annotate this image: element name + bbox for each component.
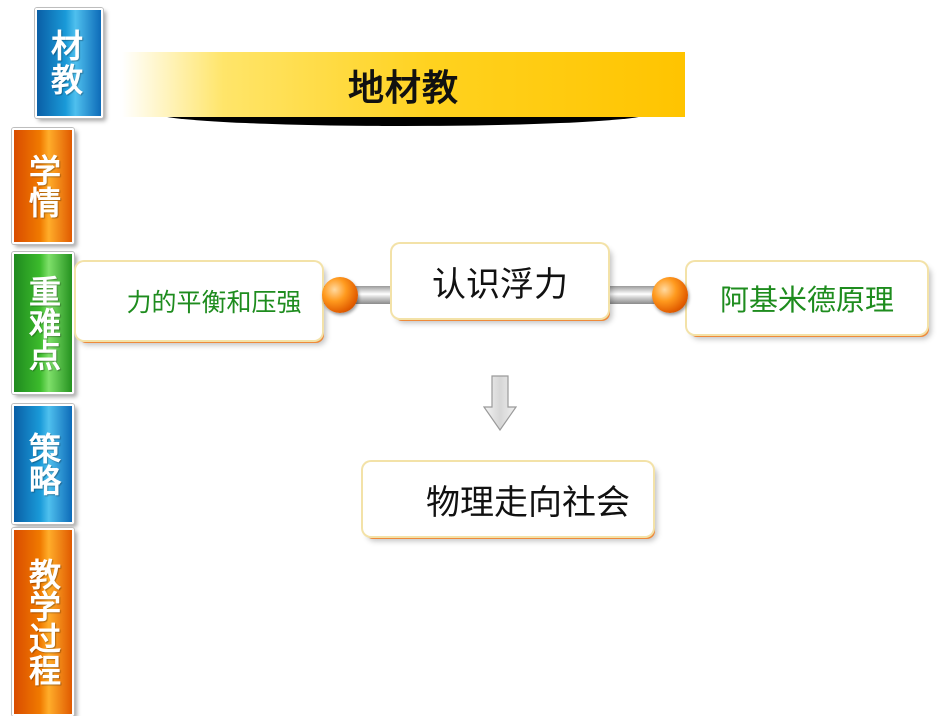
tab-label: 材教 [50,27,83,99]
concept-label: 认识浮力 [432,264,568,305]
tab-label: 策略 [24,432,62,496]
down-arrow-icon [483,375,517,431]
tab-label: 重难点 [24,275,62,371]
concept-box-physics-society[interactable]: 物理走向社会 [363,462,653,536]
tab-student-situation[interactable]: 学情 [12,128,74,244]
concept-box-archimedes[interactable]: 阿基米德原理 [687,262,927,334]
tab-strategy[interactable]: 策略 [12,404,74,524]
concept-label: 力的平衡和压强 [126,288,302,317]
concept-box-buoyancy[interactable]: 认识浮力 [392,244,608,318]
title-banner: 地材教 [122,52,685,117]
connector-ball-icon [652,277,688,313]
connector-ball-icon [322,277,358,313]
tab-teaching-material[interactable]: 材教 [35,8,103,118]
page-title: 地材教 [347,67,459,109]
tab-label: 教学过程 [24,558,62,686]
tab-label: 学情 [24,154,62,218]
concept-label: 阿基米德原理 [719,283,894,317]
tab-key-points[interactable]: 重难点 [12,252,74,394]
tab-teaching-process[interactable]: 教学过程 [12,528,74,716]
concept-label: 物理走向社会 [426,482,630,523]
concept-box-force-balance[interactable]: 力的平衡和压强 [76,262,322,340]
